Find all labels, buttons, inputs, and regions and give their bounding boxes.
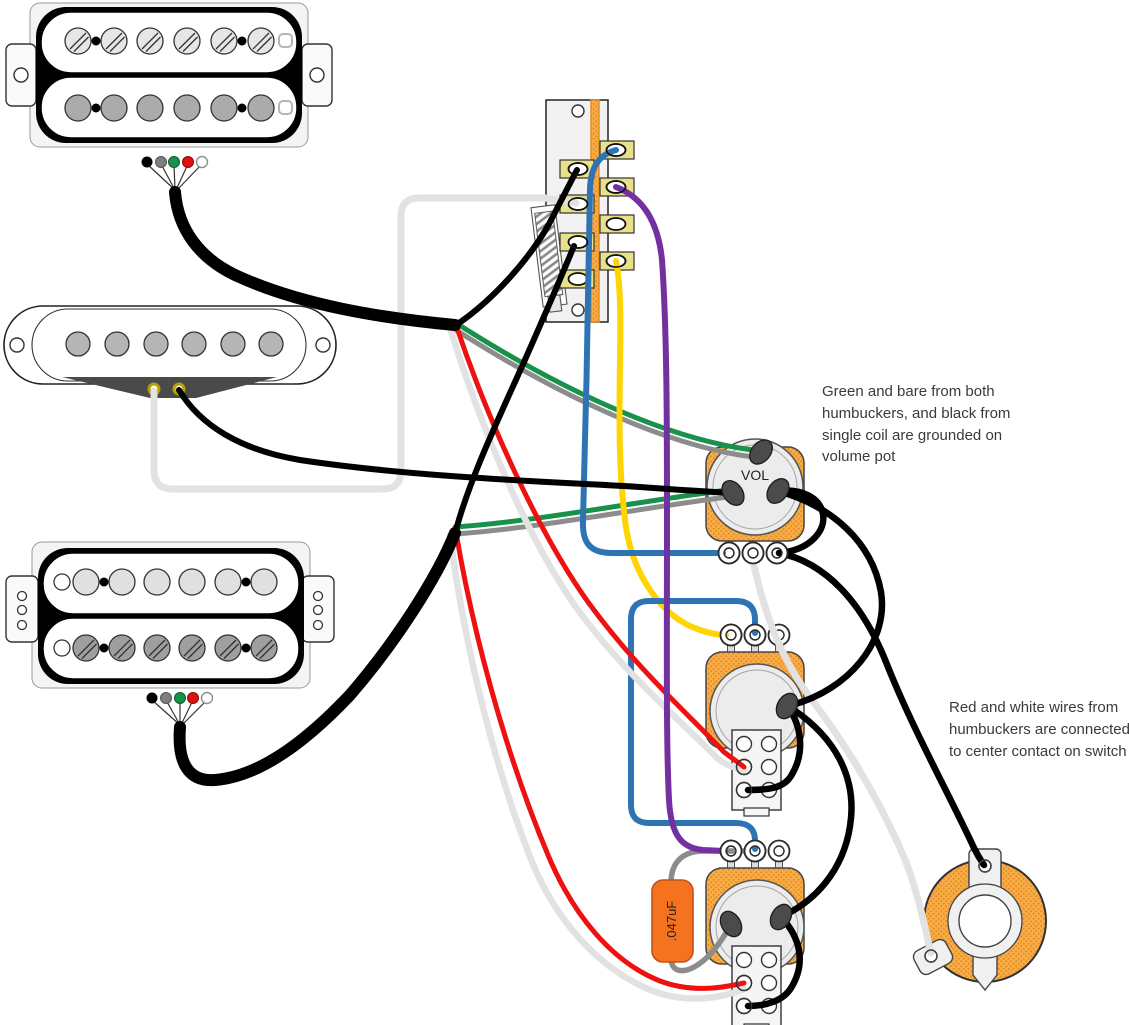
- lead-dot-bare: [160, 692, 172, 704]
- lead-dot-red: [182, 156, 194, 168]
- wire-blue-switch-to-volume: [579, 147, 726, 556]
- wire-white-volume-to-jack: [749, 557, 935, 957]
- wire-black-bridge-to-switch: [453, 243, 577, 533]
- wire-black-tone2-casing-to-switch-contact: [744, 913, 803, 1010]
- wire-black-singlecoil-ground: [176, 387, 734, 496]
- middle-single-coil: [3, 305, 337, 398]
- wire-white-neck-humbucker: [447, 327, 748, 774]
- wire-yellow-switch-to-tone1: [613, 258, 729, 638]
- cable-neck-humbucker: [169, 186, 461, 331]
- volume-pot-label: VOL: [741, 467, 769, 483]
- neck-humbucker: [5, 2, 333, 191]
- wire-purple-switch-to-tone2: [613, 184, 728, 854]
- wire-black-ground-tone2-to-tone1: [777, 706, 855, 921]
- lead-dot-bare: [155, 156, 167, 168]
- mounting-hole: [9, 337, 25, 353]
- lead-dot-black: [141, 156, 153, 168]
- lead-dot-black: [146, 692, 158, 704]
- annotation-volume-ground: Green and bare from both humbuckers, and…: [822, 383, 1011, 466]
- wire-green-neck-humbucker: [453, 320, 756, 453]
- wire-black-ground-volume-to-tone1: [774, 487, 886, 709]
- solder-joints: [567, 143, 992, 1015]
- wires: [150, 147, 988, 1010]
- cable-bridge-humbucker: [173, 527, 461, 787]
- lead-wire-fan: [146, 163, 203, 191]
- bridge-humbucker: [5, 541, 335, 726]
- lead-dot-green: [174, 692, 186, 704]
- wire-red-neck-humbucker: [454, 325, 747, 770]
- wire-red-bridge-humbucker: [453, 529, 747, 991]
- wire-black-volume-to-jack: [775, 549, 988, 869]
- wire-bare-bridge-humbucker: [452, 494, 731, 537]
- lead-dot-white: [200, 691, 214, 705]
- output-jack: [912, 848, 1047, 992]
- wire-blue-tone1-to-tone2: [628, 598, 758, 852]
- wire-white-bridge-humbucker: [446, 531, 748, 1002]
- wire-bare-neck-humbucker: [453, 327, 756, 460]
- mounting-hole: [309, 67, 325, 83]
- lead-dot-red: [187, 692, 199, 704]
- lead-dot-green: [168, 156, 180, 168]
- bobbin-bottom: [62, 377, 277, 398]
- mounting-hole: [13, 67, 29, 83]
- lead-wire-fan: [151, 699, 208, 726]
- wire-green-bridge-humbucker: [452, 487, 731, 530]
- annotation-switch-center: Red and white wires from humbuckers are …: [949, 699, 1129, 760]
- wire-bare-cap-to-casing: [668, 925, 732, 974]
- wire-black-tone1-casing-to-switch-contact: [744, 702, 804, 794]
- lead-dot-white: [195, 155, 209, 169]
- capacitor-value-label: .047uF: [664, 901, 679, 942]
- wire-white-singlecoil-to-switch: [150, 194, 580, 493]
- tone-capacitor: .047uF: [651, 879, 694, 963]
- wire-black-neck-to-switch: [456, 167, 580, 326]
- mounting-hole: [315, 337, 331, 353]
